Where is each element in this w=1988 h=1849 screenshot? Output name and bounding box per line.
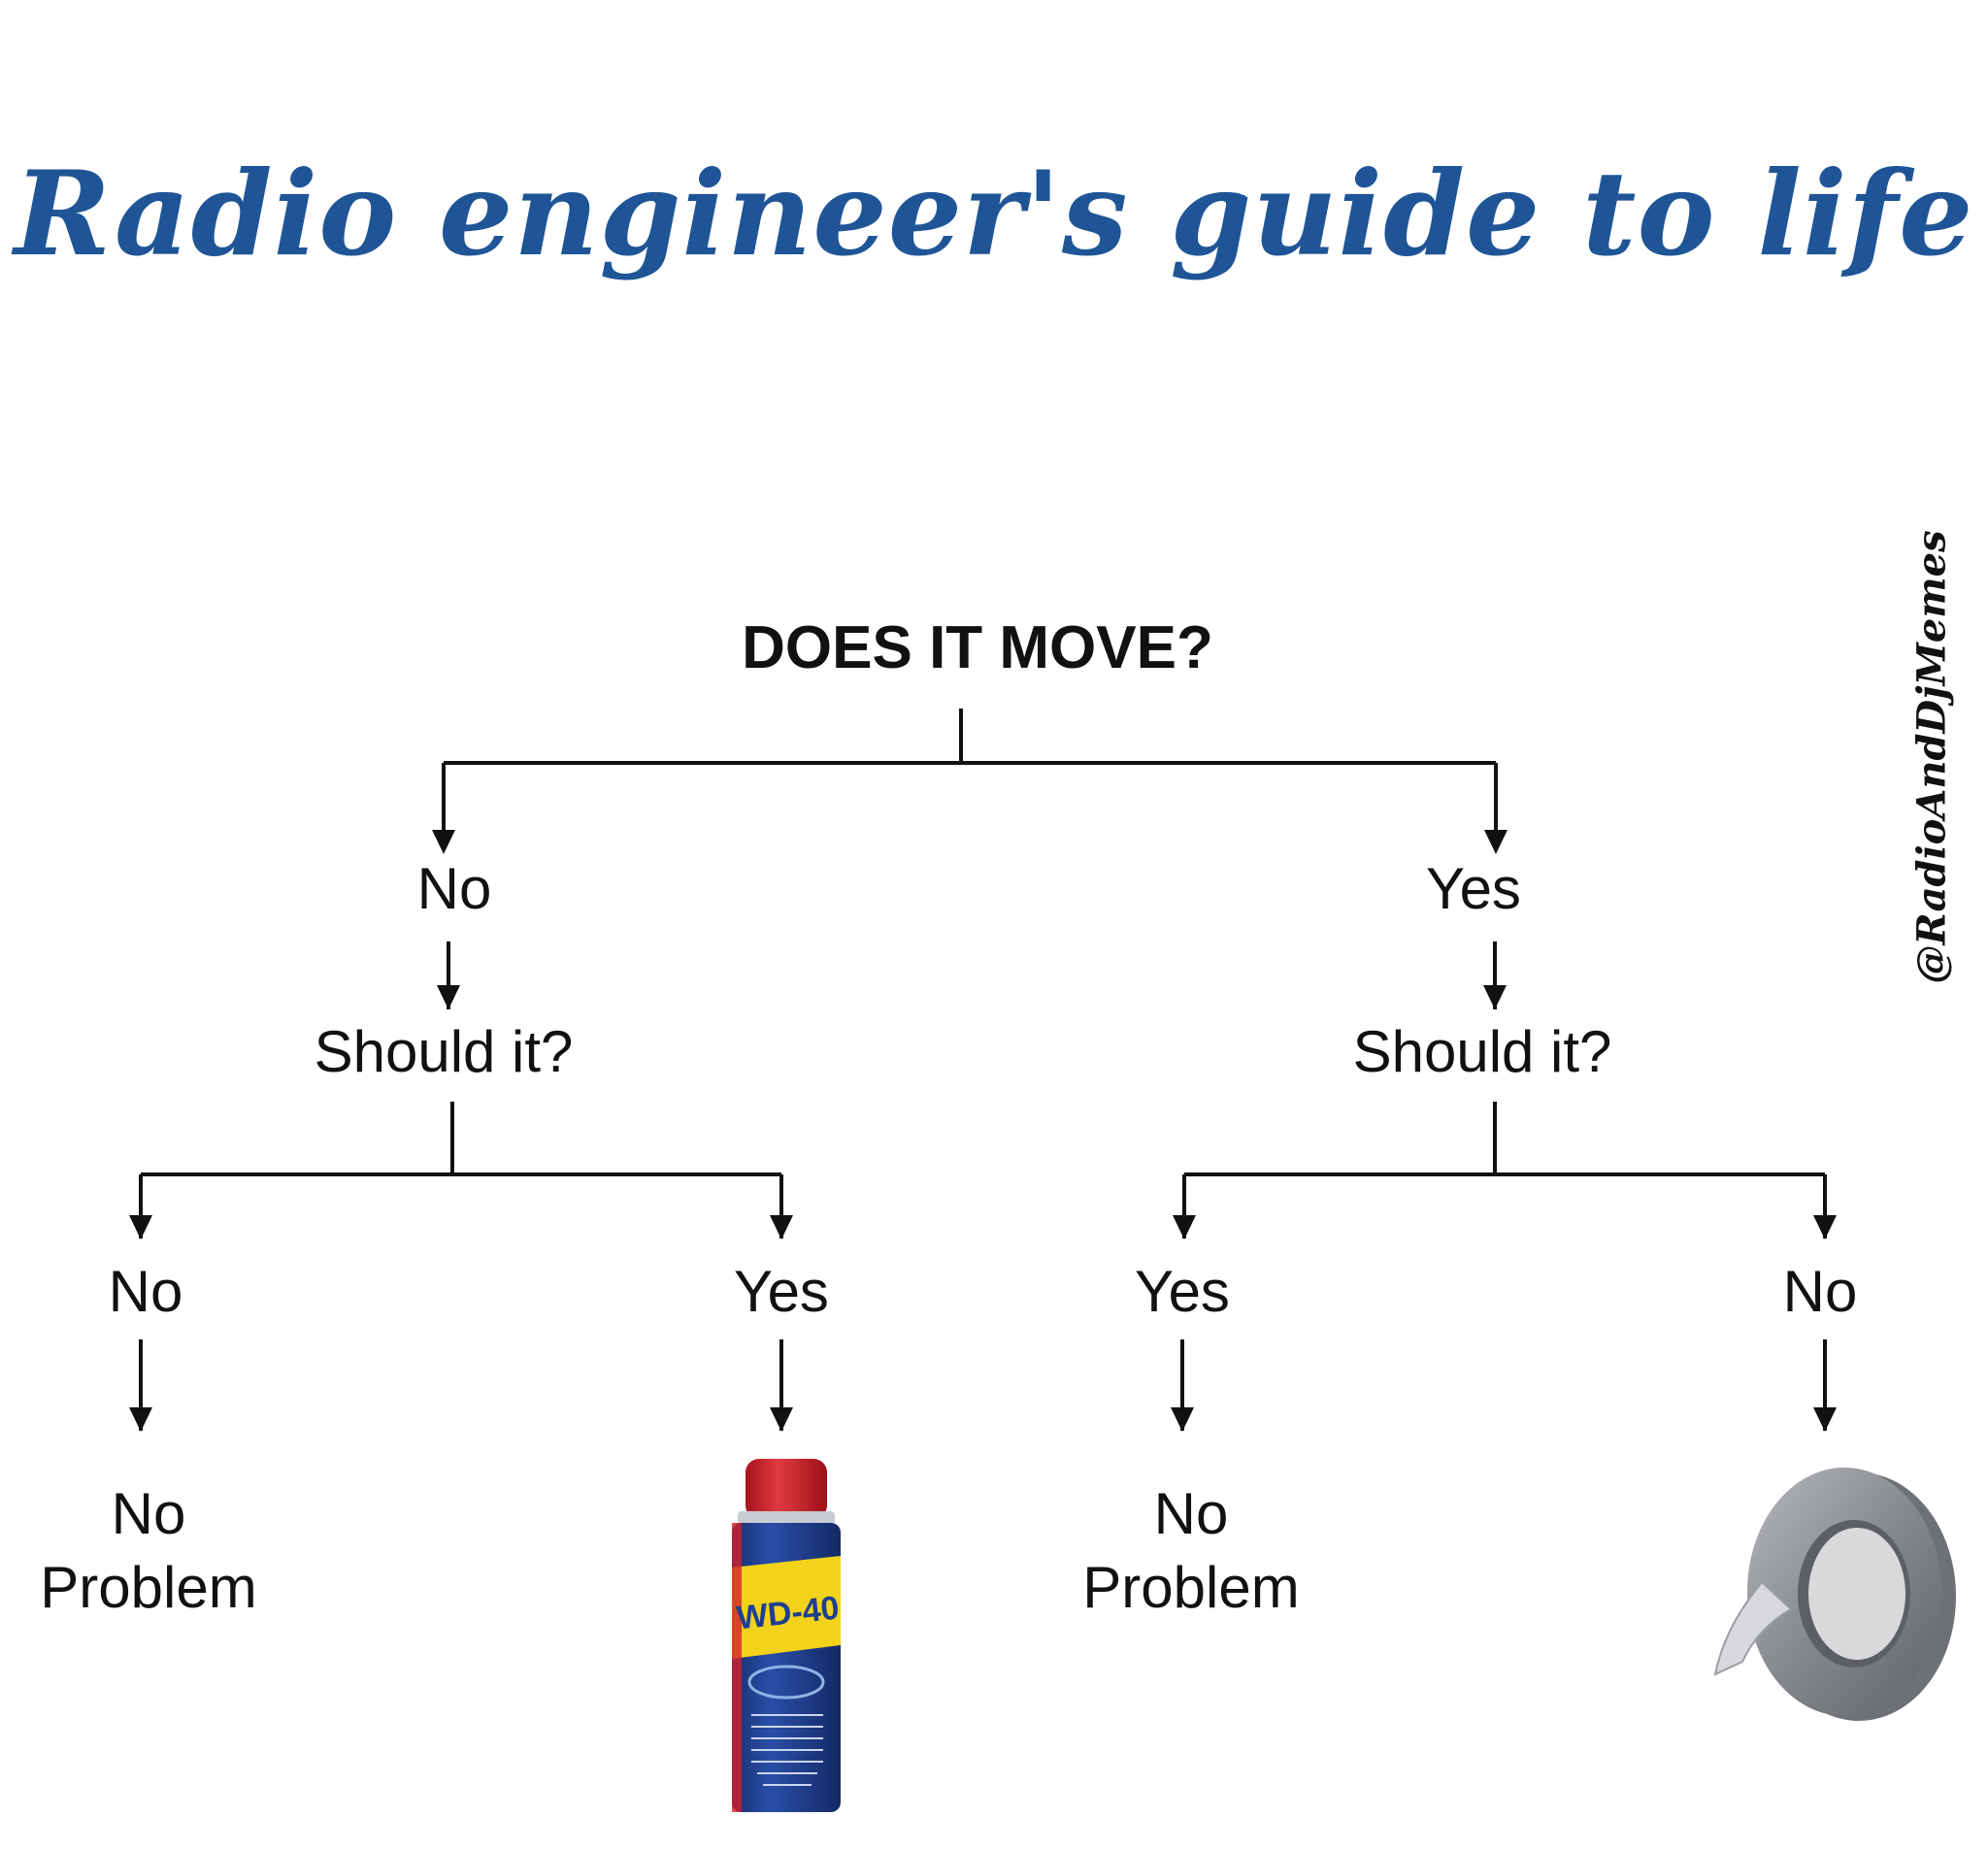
root-question: DOES IT MOVE? [742,614,1213,681]
outcome-line: No [1153,1481,1229,1546]
arrowhead [1173,1215,1196,1239]
arrowhead [437,985,460,1009]
outcome-no-problem-1: No Problem [40,1477,256,1625]
answer-no-level1: No [416,856,492,921]
arrowhead [770,1215,793,1239]
tape-core [1808,1528,1905,1660]
arrowhead [129,1407,152,1432]
arrowhead [129,1215,152,1239]
can-cap [746,1459,827,1519]
wd-40-can-image: WD-40 [732,1459,841,1812]
answer-no-right-right: No [1782,1259,1858,1324]
answer-yes-level1: Yes [1426,856,1521,921]
answer-yes-left-right: Yes [734,1259,829,1324]
page-title: Radio engineer's guide to life [14,146,1974,282]
question-should-it-right: Should it? [1352,1019,1612,1084]
arrowhead [1484,830,1508,854]
outcome-line: Problem [1082,1555,1300,1620]
arrowhead [770,1407,793,1432]
arrowhead [1813,1407,1837,1432]
arrowhead [1171,1407,1194,1432]
outcome-no-problem-2: No Problem [1082,1477,1299,1625]
outcome-line: No [111,1481,186,1546]
tape-flap [1713,1580,1793,1676]
duct-tape-roll-image [1713,1468,1956,1721]
answer-no-left-left: No [108,1259,183,1324]
arrowhead [432,830,455,854]
answer-yes-right-left: Yes [1135,1259,1230,1324]
outcome-line: Problem [40,1555,257,1620]
can-yellow-band [732,1556,841,1659]
can-collar [738,1511,835,1525]
can-fine-print [751,1714,823,1786]
arrowhead [1483,985,1507,1009]
question-should-it-left: Should it? [314,1019,574,1084]
arrowhead [1813,1215,1837,1239]
